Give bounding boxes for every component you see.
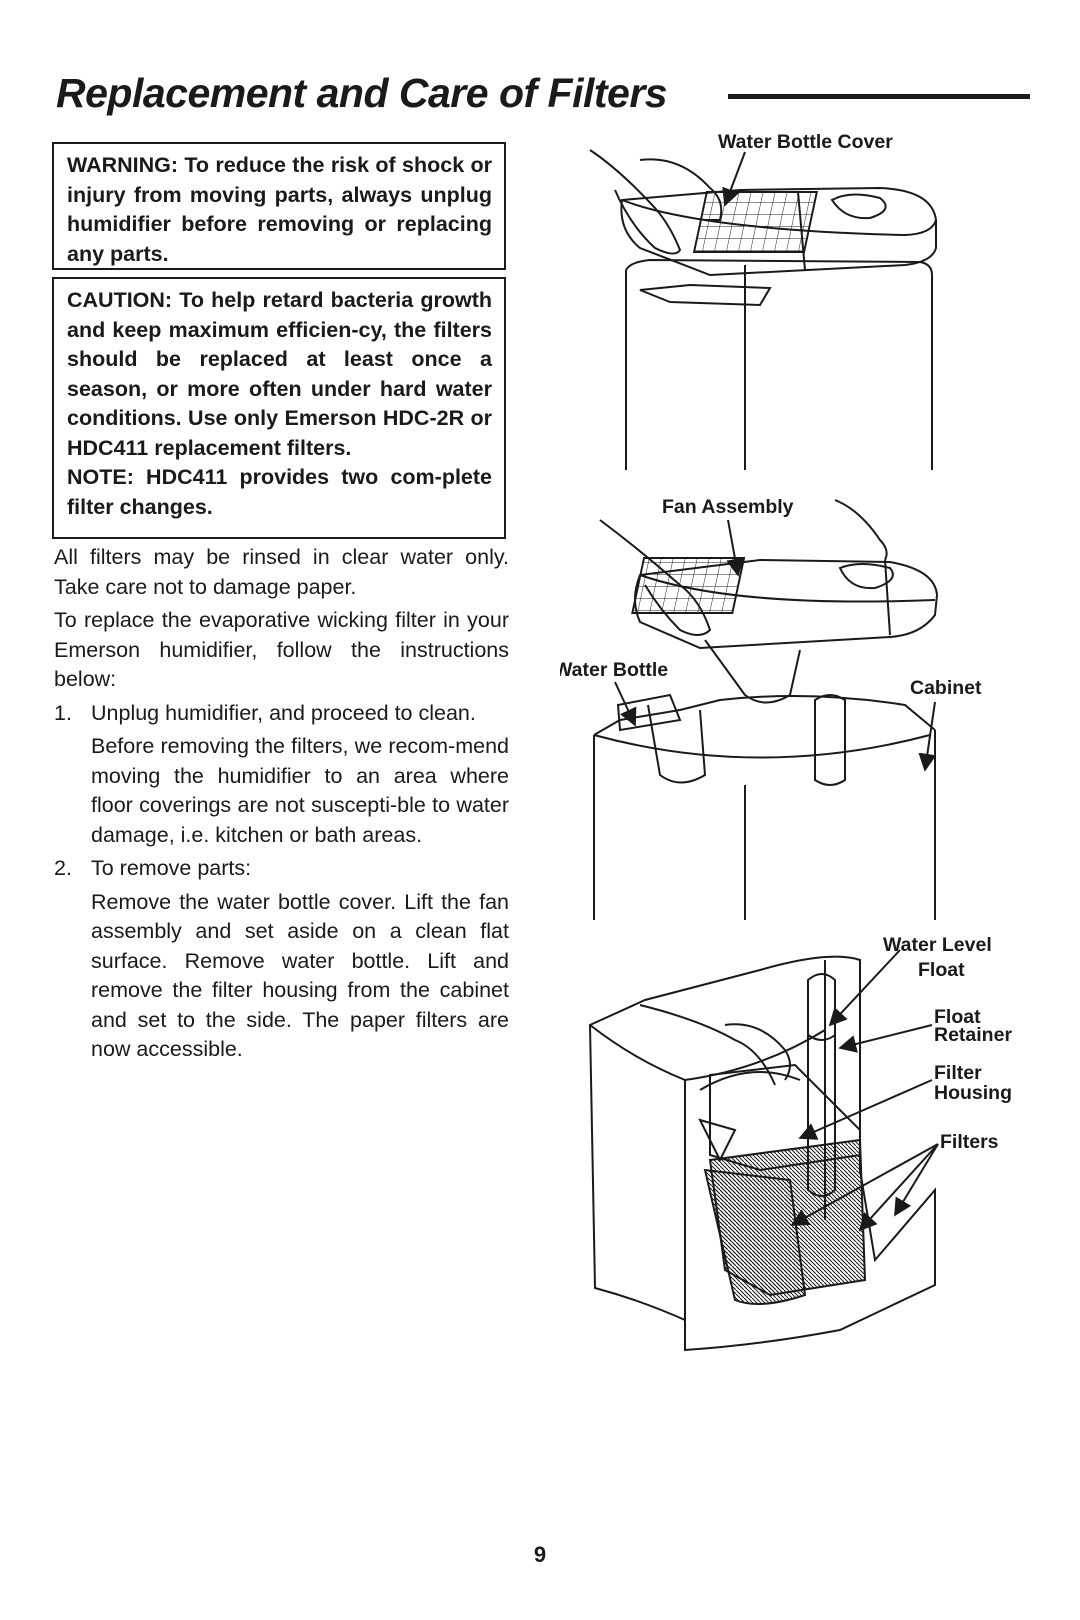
label-float-retainer-2: Retainer bbox=[934, 1024, 1012, 1046]
caution-text: CAUTION: To help retard bacteria growth … bbox=[67, 288, 492, 460]
step-1-detail: Before removing the filters, we recom-me… bbox=[91, 734, 509, 847]
label-filter-housing-2: Housing bbox=[934, 1082, 1012, 1104]
warning-text: WARNING: To reduce the risk of shock or … bbox=[67, 153, 492, 266]
label-fan-assembly: Fan Assembly bbox=[662, 496, 794, 518]
warning-box: WARNING: To reduce the risk of shock or … bbox=[52, 142, 506, 270]
humidifier-illustration: Water Bottle Cover Fan Assembly Water Bo… bbox=[560, 131, 1012, 1352]
label-water-bottle: Water Bottle bbox=[560, 659, 668, 681]
label-float: Float bbox=[918, 959, 965, 981]
fan-assembly-illustration bbox=[593, 499, 939, 920]
label-filters: Filters bbox=[940, 1131, 999, 1153]
water-bottle-cover-illustration bbox=[589, 149, 937, 470]
step-1-text: Unplug humidifier, and proceed to clean. bbox=[91, 700, 476, 725]
label-filter-housing-1: Filter bbox=[934, 1062, 982, 1084]
caution-box: CAUTION: To help retard bacteria growth … bbox=[52, 277, 506, 539]
intro-paragraph-2: To replace the evaporative wicking filte… bbox=[54, 608, 509, 691]
title-rule bbox=[728, 94, 1030, 99]
page-number: 9 bbox=[533, 1542, 547, 1567]
note-text: NOTE: HDC411 provides two com-plete filt… bbox=[67, 465, 492, 519]
step-2-number: 2. bbox=[54, 856, 72, 880]
label-cabinet: Cabinet bbox=[910, 677, 982, 699]
step-2-text: To remove parts: bbox=[91, 856, 252, 880]
label-float-retainer-1: Float bbox=[934, 1006, 981, 1028]
intro-paragraph-1: All filters may be rinsed in clear water… bbox=[54, 545, 509, 599]
step-2: 2. To remove parts: bbox=[54, 854, 509, 884]
label-water-bottle-cover: Water Bottle Cover bbox=[718, 131, 893, 153]
page-title: Replacement and Care of Filters bbox=[56, 70, 668, 116]
label-water-level: Water Level bbox=[883, 934, 992, 956]
step-2-detail: Remove the water bottle cover. Lift the … bbox=[91, 889, 509, 1062]
filter-housing-illustration bbox=[588, 955, 936, 1352]
step-1: 1. Unplug humidifier, and proceed to cle… bbox=[54, 699, 509, 729]
instructions: All filters may be rinsed in clear water… bbox=[54, 543, 509, 1069]
step-1-number: 1. bbox=[54, 700, 72, 725]
